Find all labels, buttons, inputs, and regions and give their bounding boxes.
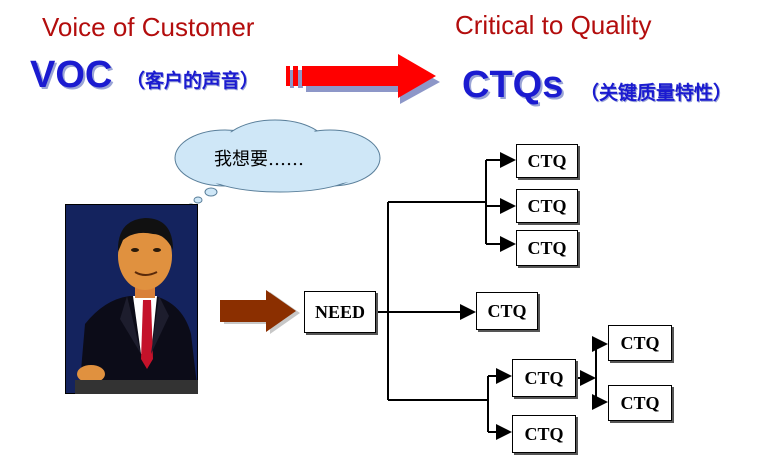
ctq-box-7: CTQ xyxy=(608,325,672,361)
ctq-box-3: CTQ xyxy=(516,230,578,266)
ctqs-label: CTQs xyxy=(462,64,564,106)
ctq-box-1: CTQ xyxy=(516,144,578,178)
voc-chinese-label: （客户的声音） xyxy=(126,70,260,92)
input-arrow xyxy=(220,290,300,334)
voice-of-customer-title: Voice of Customer xyxy=(42,12,255,42)
ctqs-chinese-label: （关键质量特性） xyxy=(580,82,733,104)
thought-cloud xyxy=(174,119,381,209)
voc-to-ctq-arrow xyxy=(286,54,440,104)
thought-text: 我想要…… xyxy=(214,149,304,170)
ctq-box-6: CTQ xyxy=(512,415,576,453)
ctq-box-4: CTQ xyxy=(476,292,538,330)
voc-label: VOC xyxy=(30,54,113,96)
critical-to-quality-title: Critical to Quality xyxy=(455,10,652,40)
customer-illustration xyxy=(65,204,198,394)
ctq-box-2: CTQ xyxy=(516,189,578,223)
need-box: NEED xyxy=(304,291,376,333)
ctq-box-5: CTQ xyxy=(512,359,576,397)
ctq-box-8: CTQ xyxy=(608,385,672,421)
